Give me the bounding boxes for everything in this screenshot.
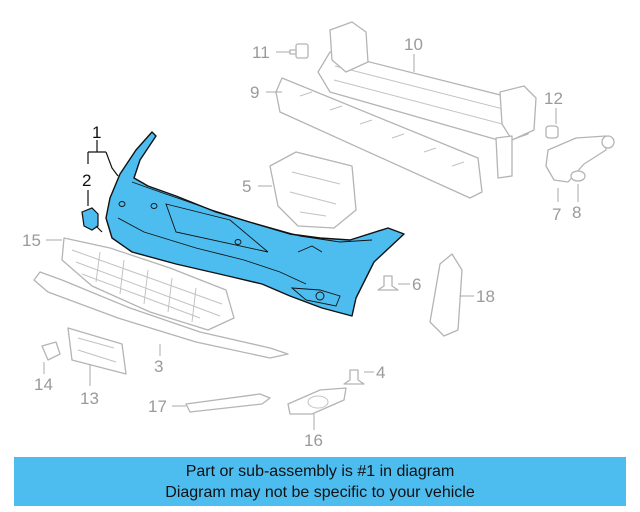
part-13-license-bracket <box>67 327 127 375</box>
callout-17: 17 <box>148 397 167 416</box>
callout-4: 4 <box>376 363 385 382</box>
callout-16: 16 <box>304 431 323 450</box>
callout-18: 18 <box>476 287 495 306</box>
part-18-side-extension <box>429 253 463 337</box>
part-2-tow-hook-cover <box>81 207 103 233</box>
callout-11: 11 <box>252 43 270 62</box>
callout-12: 12 <box>544 89 563 108</box>
part-5-bumper-bracket <box>269 151 357 229</box>
info-banner: Part or sub-assembly is #1 in diagram Di… <box>14 457 626 506</box>
part-3-lower-trim <box>33 271 289 359</box>
part-8-clip <box>570 170 586 182</box>
callout-13: 13 <box>80 389 99 408</box>
part-4-bolt <box>343 369 365 385</box>
callout-8: 8 <box>572 203 581 222</box>
part-15-lower-grille <box>61 237 235 331</box>
callout-7: 7 <box>552 205 561 224</box>
part-7-side-guide <box>545 135 615 183</box>
part-10-reinforcement-bar <box>317 21 537 179</box>
part-6-bolt <box>377 275 399 291</box>
part-14-clip <box>41 341 61 361</box>
part-17-trim-strip <box>185 393 271 413</box>
callout-14: 14 <box>34 375 53 394</box>
part-11-bolt <box>289 43 309 59</box>
banner-line-2: Diagram may not be specific to your vehi… <box>165 484 475 501</box>
callout-5: 5 <box>242 177 251 196</box>
callout-10: 10 <box>404 35 423 54</box>
parts-diagram: 1 2 3 4 5 6 7 8 9 10 11 12 13 14 15 16 1… <box>22 21 615 450</box>
callout-15: 15 <box>22 231 41 250</box>
part-1-bumper-cover <box>105 131 405 317</box>
banner-line-1: Part or sub-assembly is #1 in diagram <box>185 463 455 480</box>
callout-3: 3 <box>154 357 163 376</box>
callout-1: 1 <box>92 123 101 142</box>
part-12-nut <box>545 125 559 139</box>
callout-2: 2 <box>82 171 91 190</box>
leader-1 <box>87 140 119 177</box>
part-16-fog-lamp-bezel <box>287 387 347 415</box>
callout-9: 9 <box>250 83 259 102</box>
callout-6: 6 <box>412 275 421 294</box>
